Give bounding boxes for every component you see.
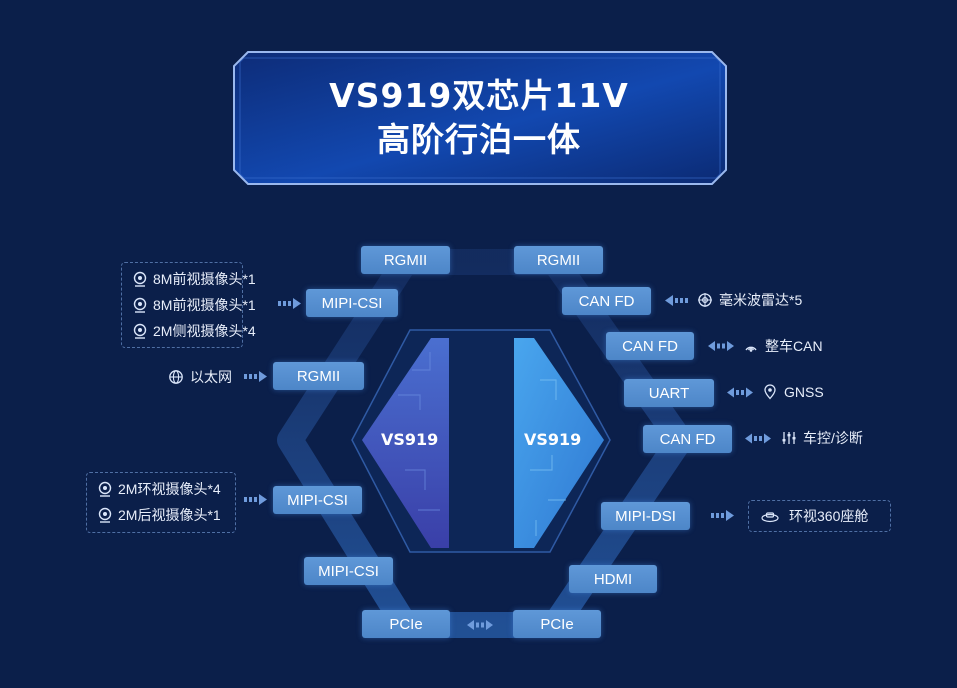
arrow-left-icon [665,295,688,306]
title-plate [233,51,727,185]
ethernet-label: 以太网 [190,369,232,385]
right-chip-label: VS919 [524,430,582,449]
control-device: 车控/诊断 [781,427,863,449]
location-pin-icon [764,384,776,400]
left-port-rgmii-top: RGMII [361,246,450,274]
surround-view-icon [761,512,779,523]
camera-icon [133,297,147,313]
right-port-can-fd-1: CAN FD [562,287,651,315]
left-chip [362,338,449,548]
camera-label: 2M后视摄像头*1 [118,507,221,523]
vehicle-can-label: 整车CAN [765,338,823,354]
left-chip-label: VS919 [381,430,439,449]
radar-label: 毫米波雷达*5 [719,292,803,308]
right-chip [514,338,604,548]
camera-icon [98,481,112,497]
front-camera-group: 8M前视摄像头*1 8M前视摄像头*1 2M侧视摄像头*4 [121,262,256,348]
left-port-mipi-csi-2: MIPI-CSI [273,486,362,514]
left-port-pcie: PCIe [362,610,450,638]
gnss-label: GNSS [784,384,824,400]
radar-device: 毫米波雷达*5 [697,289,802,311]
right-port-can-fd-2: CAN FD [606,332,694,360]
right-port-rgmii-top: RGMII [514,246,603,274]
camera-row: 8M前视摄像头*1 [132,292,256,318]
arrow-right-icon [244,298,734,521]
camera-row: 2M后视摄像头*1 [97,502,225,528]
right-port-uart: UART [624,379,714,407]
camera-label: 8M前视摄像头*1 [153,271,256,287]
title-line-2: 高阶行泊一体 [377,120,581,159]
ethernet-device: 以太网 [168,366,232,388]
camera-icon [133,271,147,287]
left-port-rgmii-mid: RGMII [273,362,364,390]
left-port-mipi-csi-1: MIPI-CSI [306,289,398,317]
cockpit-device: 环视360座舱 [748,500,891,532]
camera-row: 2M侧视摄像头*4 [132,318,256,344]
right-port-can-fd-3: CAN FD [643,425,732,453]
surround-camera-group: 2M环视摄像头*4 2M后视摄像头*1 [86,472,236,533]
camera-icon [98,507,112,523]
right-port-mipi-dsi: MIPI-DSI [601,502,690,530]
camera-row: 2M环视摄像头*4 [97,476,225,502]
camera-label: 2M侧视摄像头*4 [153,323,256,339]
globe-icon [169,370,183,384]
gnss-device: GNSS [762,381,824,403]
camera-row: 8M前视摄像头*1 [132,266,256,292]
camera-label: 8M前视摄像头*1 [153,297,256,313]
left-port-mipi-csi-3: MIPI-CSI [304,557,393,585]
vehicle-can-device: 整车CAN [743,335,823,357]
signal-icon [745,346,757,352]
title-line-1: VS919双芯片11V [329,76,629,115]
title-box: VS919双芯片11V 高阶行泊一体 [234,52,724,184]
right-port-pcie: PCIe [513,610,601,638]
arrow-bidirectional-icon [467,341,771,630]
control-label: 车控/诊断 [803,430,863,446]
right-port-hdmi: HDMI [569,565,657,593]
camera-label: 2M环视摄像头*4 [118,481,221,497]
radar-icon [698,293,712,307]
cockpit-label: 环视360座舱 [789,508,869,524]
sliders-icon [782,432,796,444]
camera-icon [133,323,147,339]
